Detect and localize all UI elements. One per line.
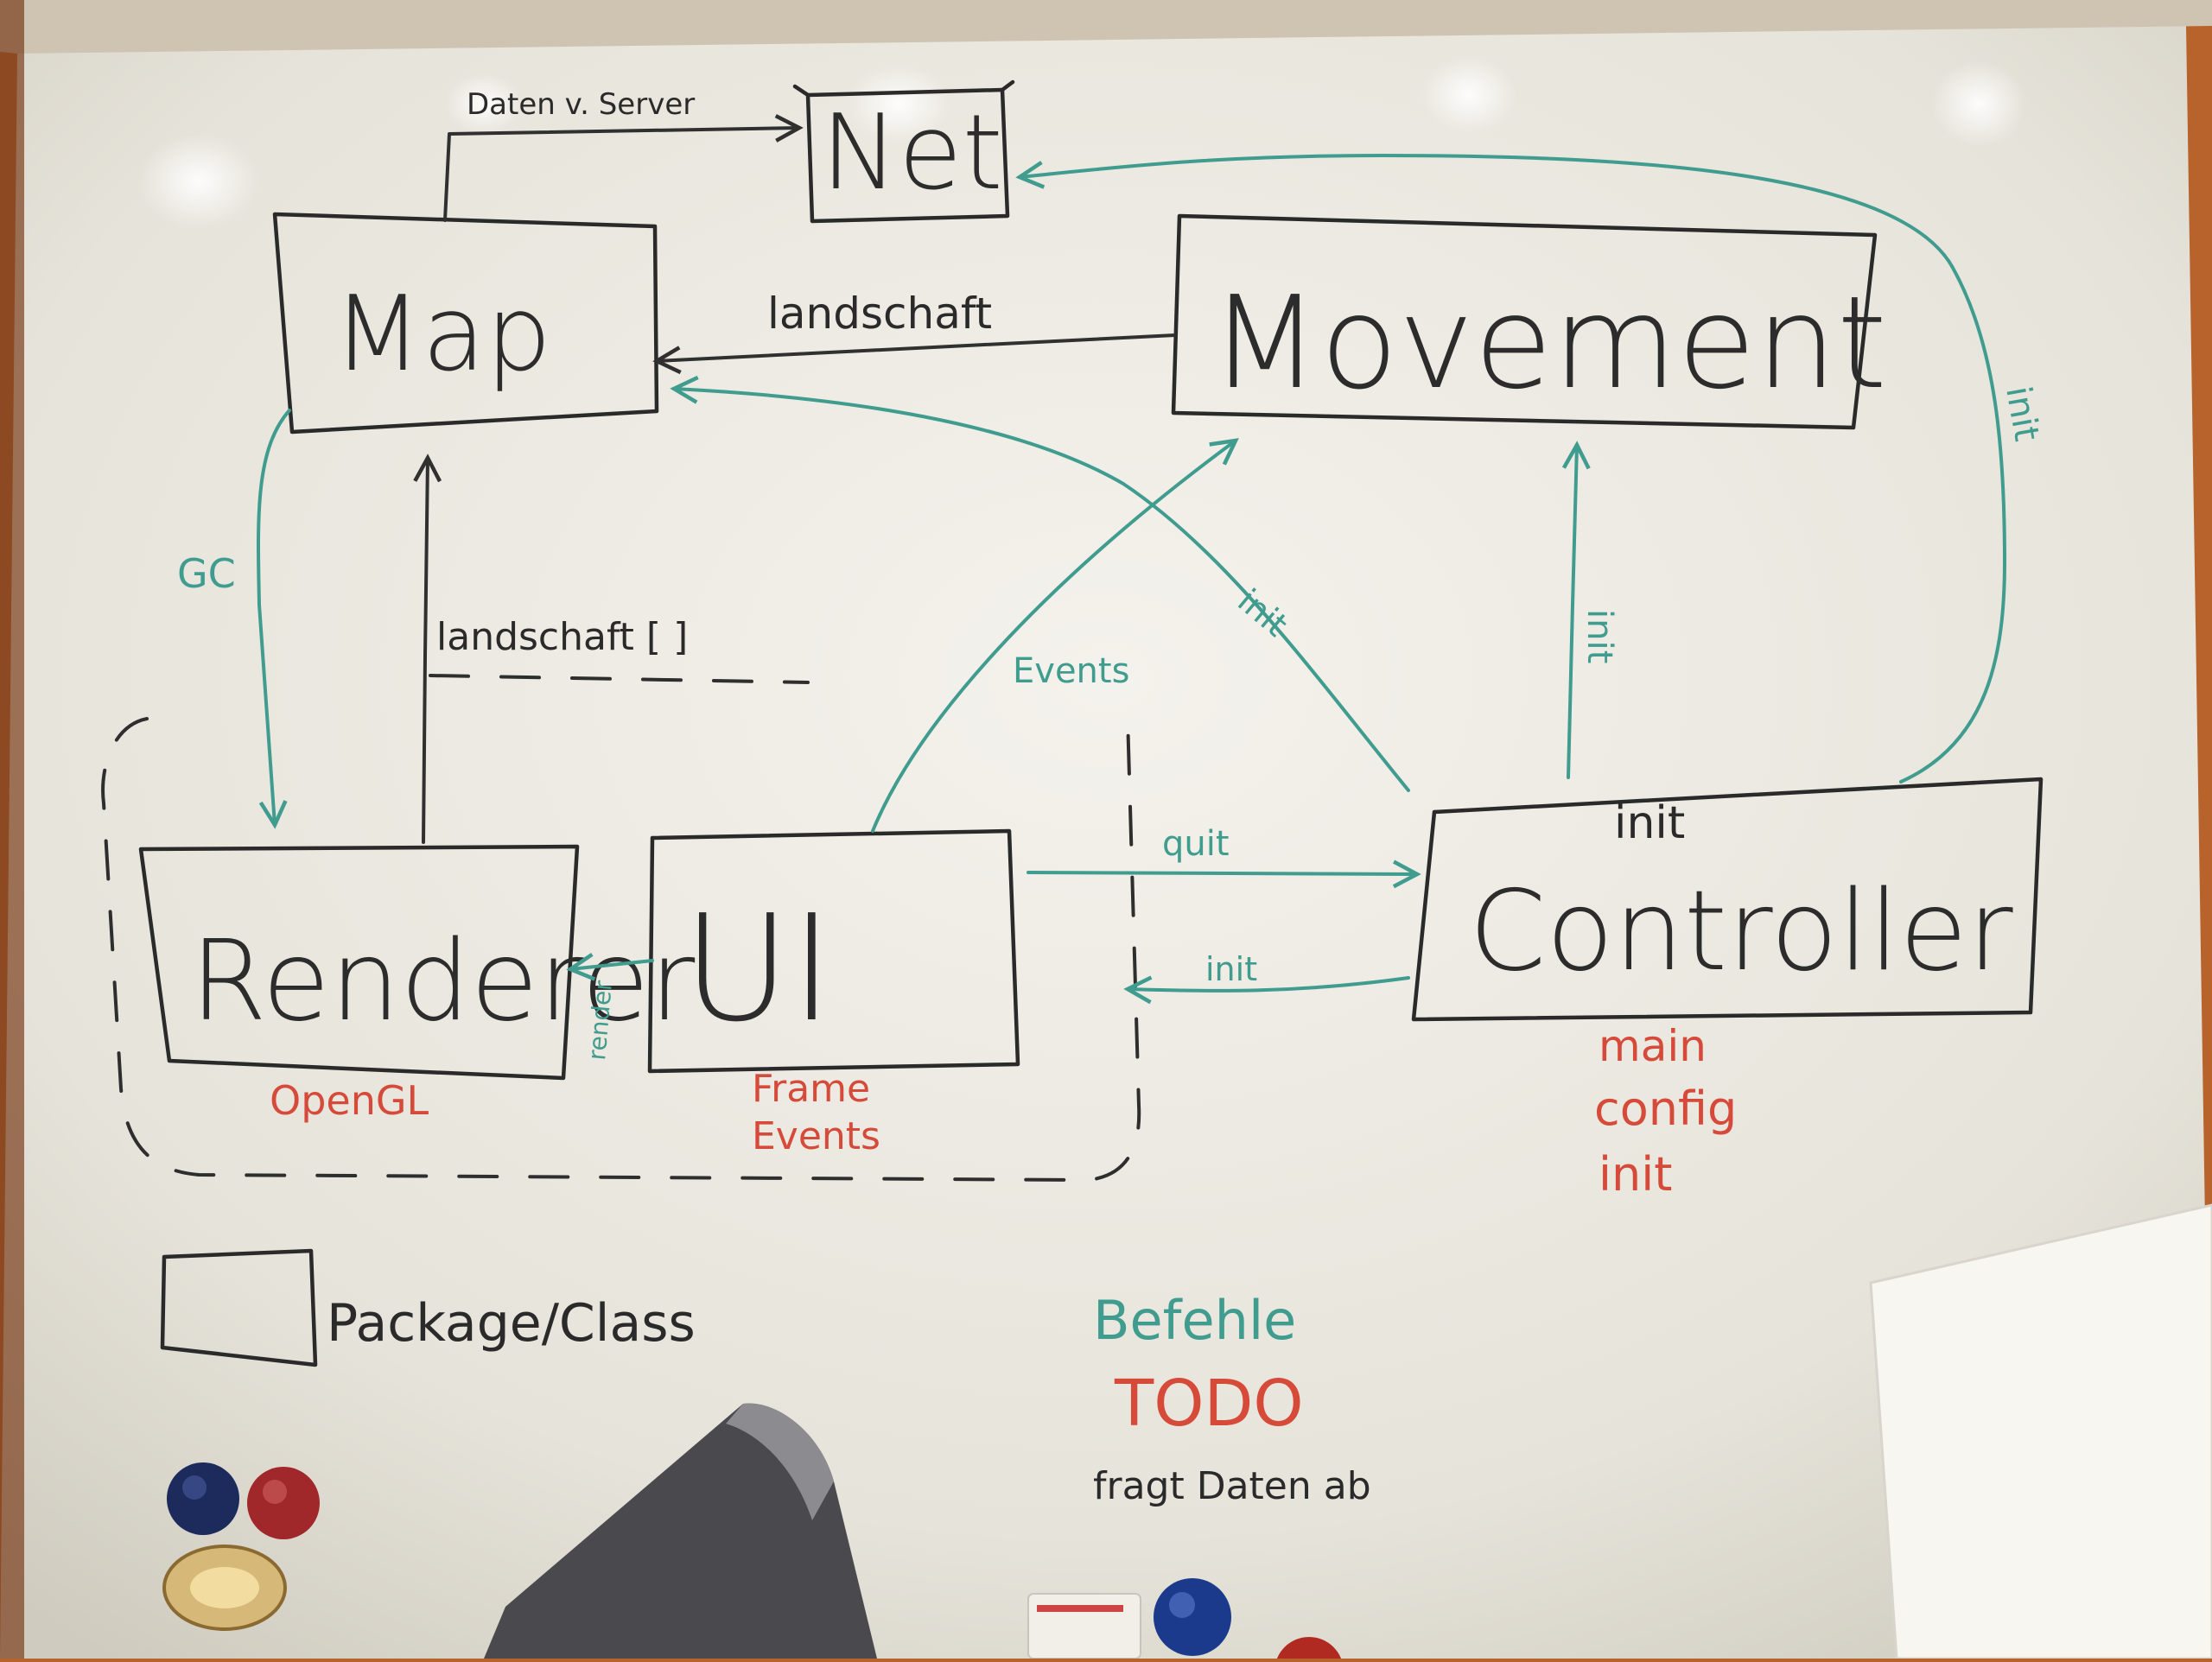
magnet-blue-2 xyxy=(1154,1578,1231,1656)
edge-label-movement-to-map: landschaft xyxy=(767,289,992,339)
edge-movement-to-map xyxy=(652,333,1177,375)
edge-label-renderer-to-map: landschaft [ ] xyxy=(436,615,688,659)
edge-map-to-renderer xyxy=(257,409,291,829)
edge-map-to-net xyxy=(443,114,804,222)
controller-init-top: init xyxy=(1614,797,1685,849)
glare-4 xyxy=(1931,60,2026,147)
controller-box: Controller xyxy=(1411,777,2044,1022)
note-events: Events xyxy=(752,1114,880,1158)
map-label: Map xyxy=(333,275,551,395)
renderer-label: Renderer xyxy=(190,917,696,1046)
edge-label-quit: quit xyxy=(1162,824,1230,864)
edge-ui-to-movement xyxy=(871,438,1239,833)
magnet-blue-1 xyxy=(167,1462,239,1535)
glare-5 xyxy=(445,73,523,134)
paper-sheet xyxy=(1869,1203,2212,1660)
edge-label-events: Events xyxy=(1013,651,1129,691)
legend-box-label: Package/Class xyxy=(327,1293,696,1354)
edge-ui-to-renderer xyxy=(566,952,654,981)
edge-controller-to-net xyxy=(1015,154,2006,783)
net-label: Net xyxy=(821,93,1003,213)
edge-controller-to-ui xyxy=(1123,975,1410,1005)
edge-renderer-to-map xyxy=(413,454,442,844)
sticker-label xyxy=(1027,1593,1141,1659)
edge-label-gc: GC xyxy=(177,550,236,597)
edge-label-controller-to-movement: init xyxy=(1580,609,1619,663)
todo-item: init xyxy=(1599,1147,1672,1202)
glare-1 xyxy=(138,134,259,229)
controller-todo-list: main config init xyxy=(1594,1021,1737,1202)
todo-item: main xyxy=(1599,1021,1707,1071)
package-outline-dashed xyxy=(101,674,1141,1183)
legend-teal-label: Befehle xyxy=(1093,1289,1296,1352)
legend: Package/Class Befehle TODO fragt Daten a… xyxy=(160,1248,1371,1508)
left-edge-shadow xyxy=(0,0,24,1659)
legend-box-sample xyxy=(160,1248,318,1367)
controller-label: Controller xyxy=(1469,867,2013,996)
map-box: Map xyxy=(272,212,659,435)
note-opengl: OpenGL xyxy=(270,1077,429,1124)
movement-label: Movement xyxy=(1210,269,1887,417)
magnet-red xyxy=(247,1467,320,1539)
ui-box: UI xyxy=(647,828,1020,1074)
ui-label: UI xyxy=(683,884,834,1055)
glare-2 xyxy=(847,65,950,143)
edge-ui-to-controller xyxy=(1027,860,1421,889)
edge-label-map-to-net: Daten v. Server xyxy=(467,87,695,122)
edge-label-controller-to-ui: init xyxy=(1205,950,1257,988)
note-frame: Frame xyxy=(752,1067,870,1111)
magnet-red-partial xyxy=(1275,1637,1343,1662)
edge-controller-to-map xyxy=(670,375,1410,792)
edge-label-render: render xyxy=(582,979,618,1061)
legend-dark-label: fragt Daten ab xyxy=(1093,1464,1371,1508)
renderer-box: Renderer xyxy=(138,844,696,1081)
legend-red-label: TODO xyxy=(1114,1367,1304,1441)
eraser xyxy=(484,1403,877,1659)
movement-box: Movement xyxy=(1171,213,1887,430)
todo-item: config xyxy=(1594,1082,1737,1136)
edge-label-controller-to-net: init xyxy=(1998,384,2046,444)
whiteboard-frame-top xyxy=(0,0,2212,54)
whiteboard-surface xyxy=(0,26,2212,1659)
glare-3 xyxy=(1421,56,1516,134)
net-box: Net xyxy=(792,79,1015,224)
clip-keychain xyxy=(162,1545,287,1631)
edge-controller-to-movement xyxy=(1561,441,1591,779)
